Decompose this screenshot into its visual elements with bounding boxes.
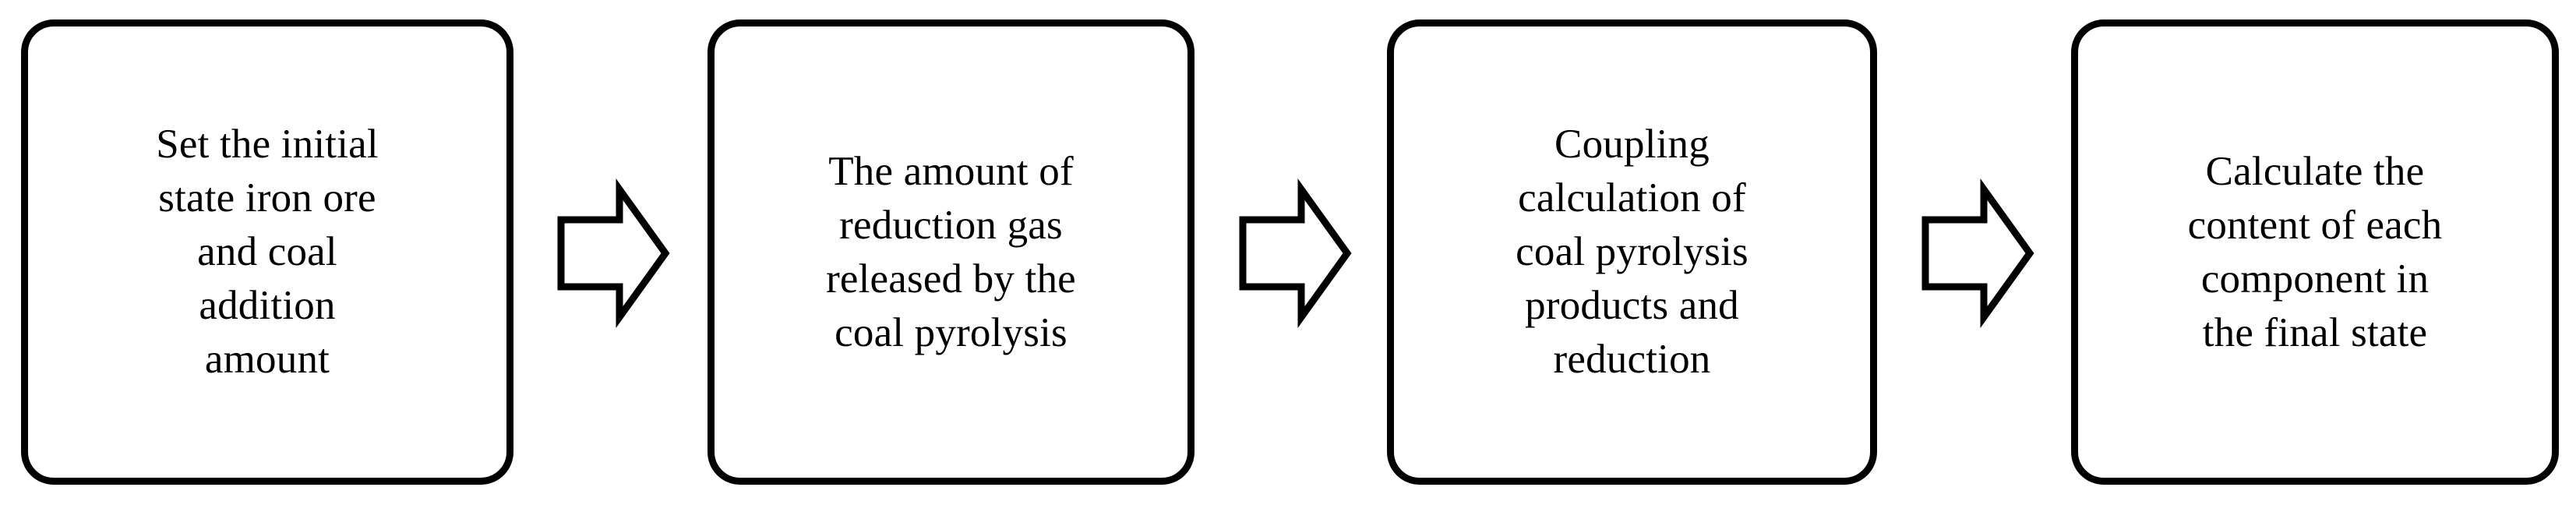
process-step-4-label: Calculate the content of each component …: [2187, 148, 2443, 355]
process-step-2-label: The amount of reduction gas released by …: [826, 148, 1076, 355]
block-arrow-right-icon-2: [1238, 178, 1352, 328]
process-step-1[interactable]: Set the initial state iron ore and coal …: [21, 19, 513, 485]
process-step-3-label: Coupling calculation of coal pyrolysis p…: [1516, 122, 1749, 382]
process-step-3[interactable]: Coupling calculation of coal pyrolysis p…: [1387, 19, 1877, 485]
block-arrow-right-icon-3: [1921, 178, 2034, 328]
process-step-2[interactable]: The amount of reduction gas released by …: [708, 19, 1194, 485]
process-step-1-label: Set the initial state iron ore and coal …: [156, 122, 379, 382]
process-step-4[interactable]: Calculate the content of each component …: [2071, 19, 2559, 485]
block-arrow-right-icon-1: [556, 178, 670, 328]
